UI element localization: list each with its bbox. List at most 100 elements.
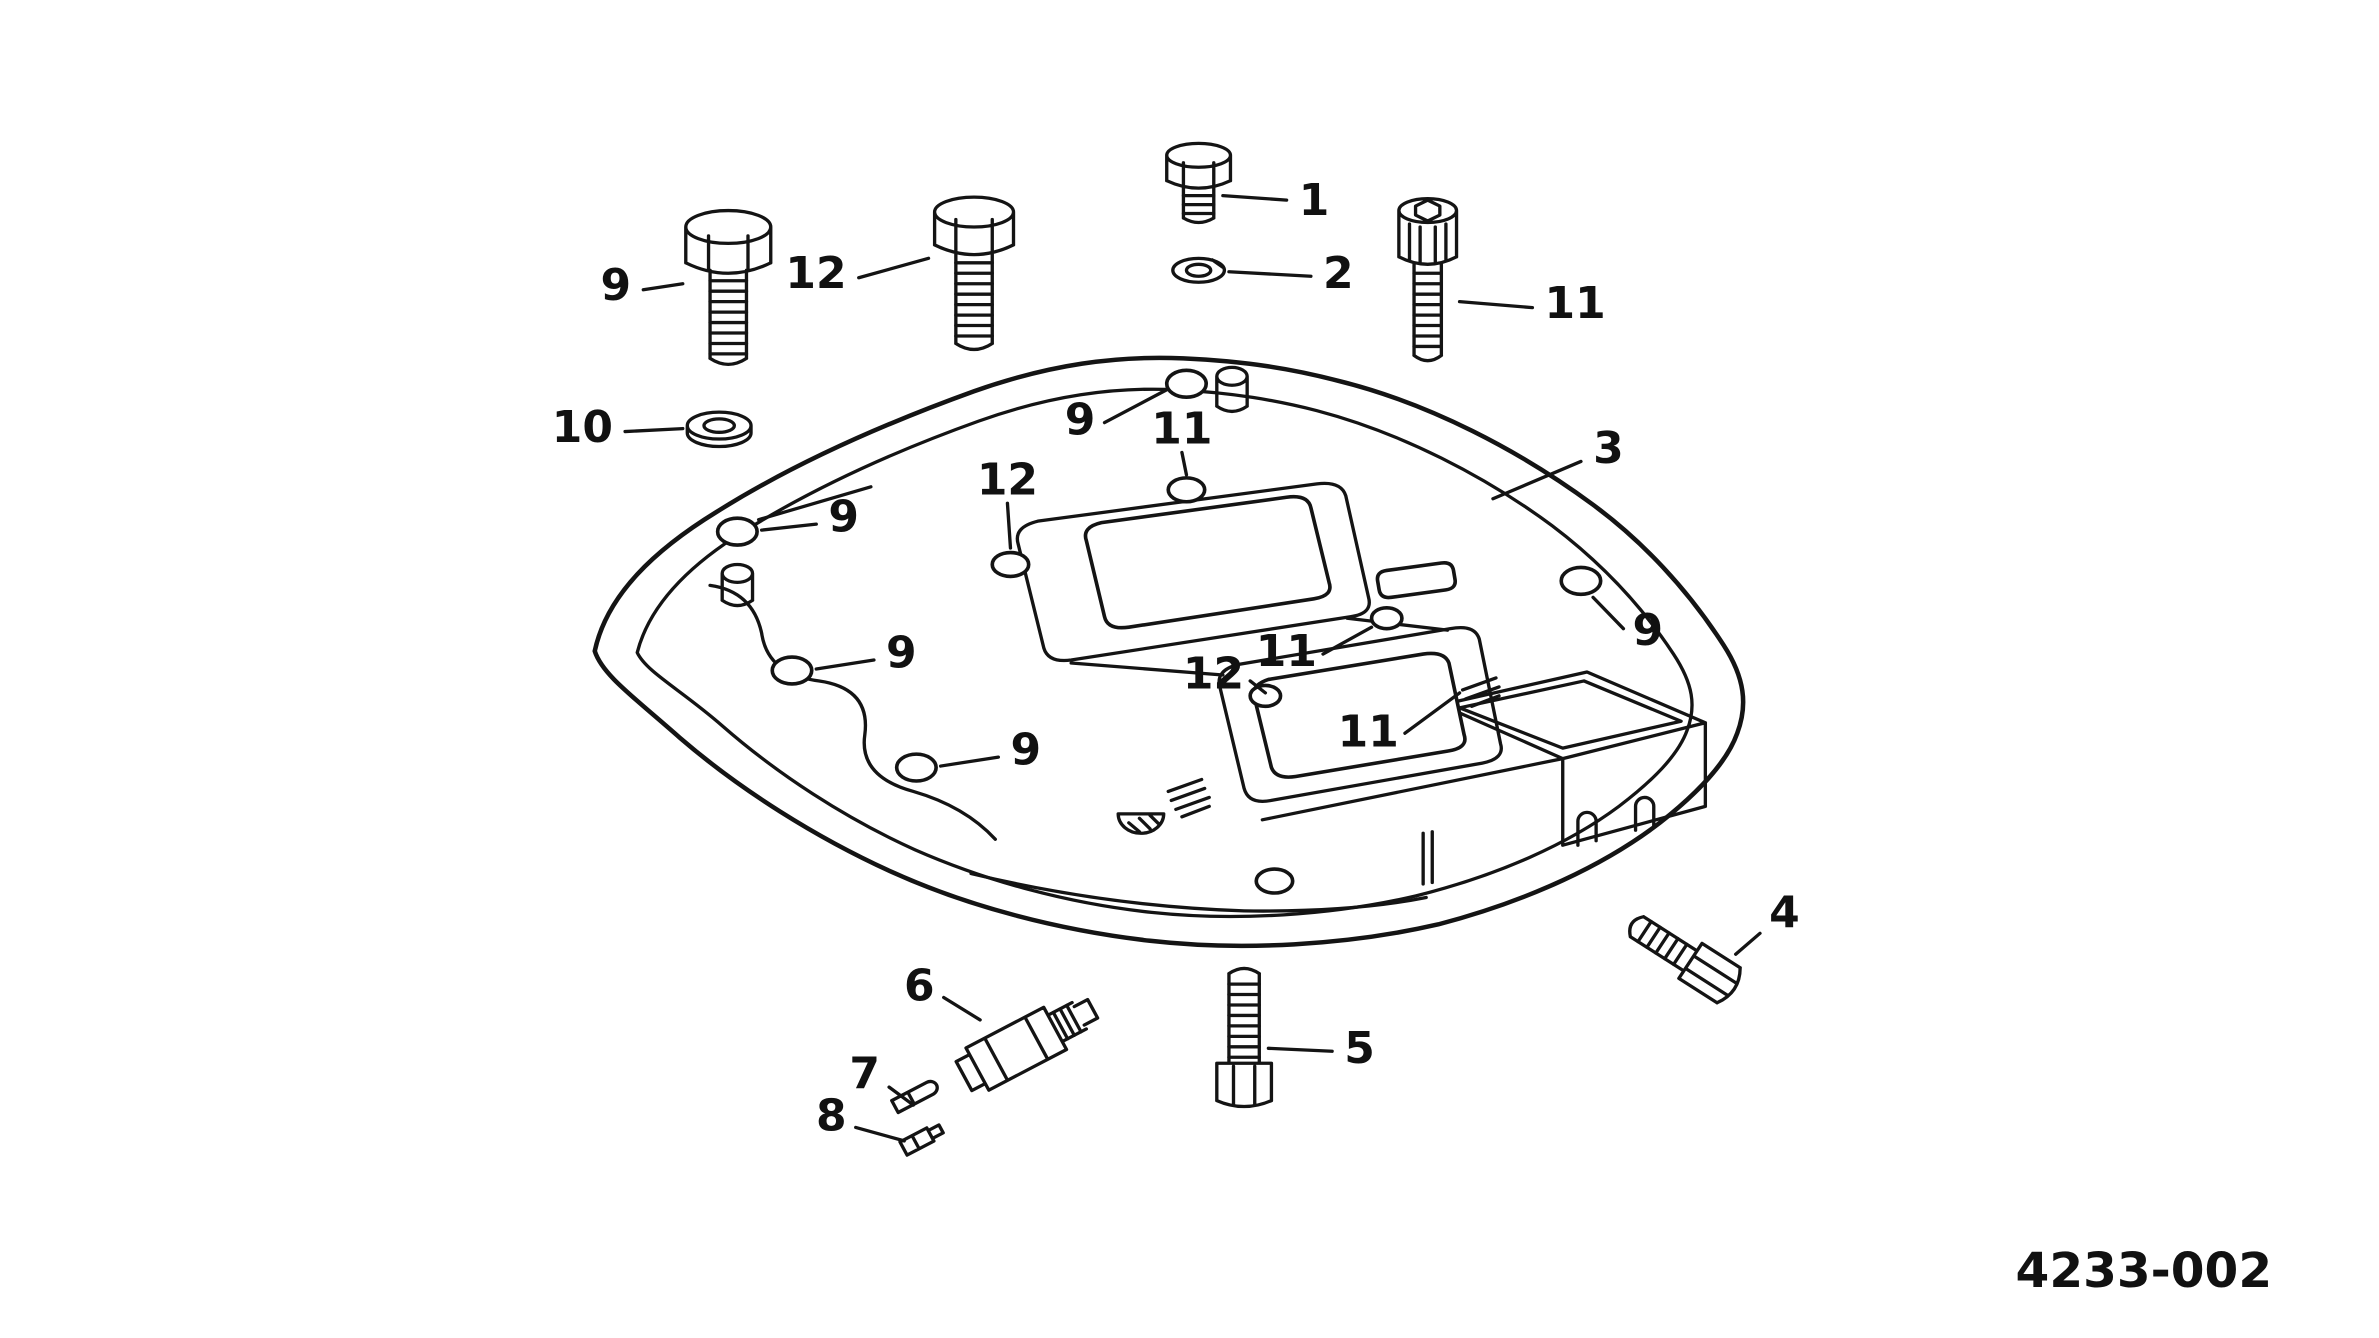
bolt-holes: [715, 368, 1603, 895]
callout-label: 8: [816, 1091, 847, 1142]
callout-7: 7: [849, 1049, 916, 1107]
leader-line: [1180, 450, 1189, 477]
callout-label: 10: [552, 402, 613, 453]
part-9-threads: [708, 279, 749, 356]
part-6-sender-fitting: [954, 997, 1100, 1093]
callout-11-lower-insert: 11: [1338, 691, 1462, 758]
callout-label: 9: [886, 628, 917, 679]
callout-label: 2: [1323, 249, 1354, 300]
plate-surface-contours: [708, 485, 1565, 913]
callout-2: 2: [1227, 249, 1354, 300]
callout-4: 4: [1734, 888, 1800, 956]
part-1-outline: [1165, 141, 1233, 225]
callout-11-top-hole: 11: [1151, 404, 1213, 477]
leader-line: [641, 282, 685, 292]
part-10-outline: [685, 410, 753, 449]
callout-label: 11: [1151, 404, 1212, 455]
callout-label: 9: [601, 260, 632, 311]
callout-label: 11: [1256, 626, 1317, 677]
callout-label: 1: [1299, 175, 1330, 226]
callout-3: 3: [1491, 423, 1624, 501]
leader-line: [1102, 388, 1169, 425]
part-2-lock-washer: [1171, 256, 1227, 284]
leader-line: [887, 1085, 916, 1107]
leader-line: [1221, 193, 1289, 202]
leader-line: [814, 658, 876, 671]
callout-label: 9: [828, 492, 859, 543]
callout-9-right-hole: 9: [1591, 595, 1664, 656]
part-1-threads: [1181, 193, 1216, 216]
callout-11-screw: 11: [1457, 278, 1606, 329]
part-8-pin: [898, 1123, 945, 1157]
leader-line: [759, 522, 818, 532]
leader-line: [623, 426, 685, 434]
callout-12-platform-hole: 12: [977, 455, 1038, 550]
part-11-outline: [1397, 197, 1459, 363]
part-8-outline: [898, 1123, 945, 1157]
callout-label: 11: [1545, 278, 1606, 329]
leader-line: [1266, 1046, 1334, 1053]
part-12-hex-bolt: [932, 195, 1016, 352]
leader-line: [1591, 595, 1626, 631]
part-12-threads: [954, 261, 994, 338]
figure-code: 4233-002: [2016, 1244, 2273, 1300]
locating-bosses: [720, 365, 1249, 608]
leader-line: [1457, 300, 1535, 310]
part-6-threads: [1051, 1003, 1083, 1041]
part-12-outline: [932, 195, 1016, 352]
leader-line: [857, 256, 931, 280]
callout-9-top-hole: 9: [1065, 388, 1169, 446]
callout-label: 4: [1769, 888, 1800, 939]
callout-label: 3: [1593, 423, 1624, 474]
part-7-pin: [890, 1079, 939, 1115]
part-5-outline: [1215, 966, 1274, 1109]
callout-11-mid-hole: 11: [1256, 625, 1374, 677]
part-9-hex-bolt: [684, 208, 773, 367]
part-11-socket-head-screw: [1397, 197, 1459, 363]
part-2-outline: [1171, 256, 1227, 284]
part-10-washer: [685, 410, 753, 449]
leader-line: [1227, 270, 1313, 278]
part-6-outline: [954, 997, 1100, 1093]
part-4-hex-bolt: [1628, 915, 1742, 1005]
part-1-hex-bolt: [1165, 141, 1233, 225]
callout-label: 9: [1065, 395, 1096, 446]
callouts: 1 2 3 4 5 6 7 8: [552, 175, 1800, 1143]
leader-line: [1321, 625, 1374, 656]
center-platform-gaskets: [1015, 481, 1503, 803]
leader-line: [1005, 501, 1013, 550]
callout-label: 12: [977, 455, 1038, 506]
leader-line: [1491, 459, 1583, 501]
callout-label: 12: [1183, 649, 1244, 700]
callout-6: 6: [904, 961, 982, 1022]
callout-9-lowerleft-hole: 9: [939, 725, 1041, 775]
main-plate: [592, 355, 1746, 949]
plate-inner-outline: [635, 387, 1694, 919]
callout-9-bolt: 9: [601, 260, 685, 311]
callout-1: 1: [1221, 175, 1330, 226]
part-7-outline: [890, 1079, 939, 1115]
leader-line: [1403, 691, 1462, 735]
leader-line: [939, 755, 1000, 768]
part-4-threads: [1636, 919, 1689, 967]
callout-5: 5: [1266, 1024, 1375, 1075]
callout-label: 5: [1344, 1024, 1375, 1075]
leader-line: [854, 1125, 906, 1143]
callout-label: 7: [849, 1049, 880, 1100]
part-9-outline: [684, 208, 773, 367]
callout-9-midleft-hole: 9: [814, 628, 917, 679]
callout-label: 12: [785, 249, 846, 300]
part-5-threads: [1227, 982, 1261, 1059]
callout-12-mid-hole: 12: [1183, 649, 1268, 700]
callout-12-bolt: 12: [785, 249, 931, 300]
part-4-outline: [1628, 915, 1742, 1005]
part-11-threads: [1412, 271, 1444, 349]
callout-label: 11: [1338, 707, 1399, 758]
callout-9-left-hole: 9: [759, 492, 859, 543]
callout-label: 6: [904, 961, 935, 1012]
callout-label: 9: [1633, 605, 1664, 656]
callout-10: 10: [552, 402, 685, 453]
leader-line: [1248, 679, 1268, 695]
